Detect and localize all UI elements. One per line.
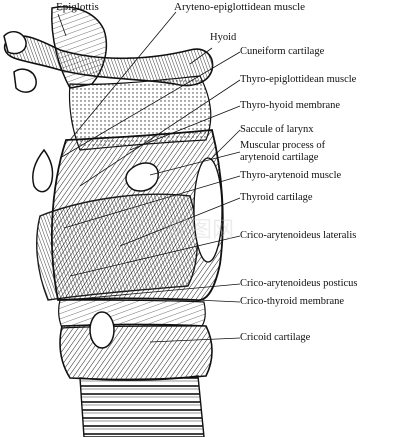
saccule-shape [193,157,223,263]
hyoid-lesser-horn [13,68,37,93]
label-cuneiform: Cuneiform cartilage [240,46,325,57]
label-crico-arytenoideus-lateralis: Crico-arytenoideus lateralis [240,230,357,241]
label-muscular-process-line1: Muscular process of [240,140,326,151]
label-thyro-arytenoid: Thyro-arytenoid muscle [240,170,342,181]
label-crico-thyroid-membrane: Crico-thyroid membrane [240,296,345,307]
label-cricoid-cartilage: Cricoid cartilage [240,332,311,343]
hyoid-greater-horn [3,31,27,55]
label-aryteno-epiglottidean: Aryteno-epiglottidean muscle [174,1,306,13]
posterior-cornu [32,148,54,193]
label-epiglottis: Epiglottis [56,1,99,13]
muscle-fan [36,193,198,301]
label-saccule: Saccule of larynx [240,124,314,135]
label-thyro-epiglottidean: Thyro-epiglottidean muscle [240,74,357,85]
cricoid-cartilage-shape [59,323,213,381]
label-thyroid-cartilage: Thyroid cartilage [240,192,313,203]
label-muscular-process-line2: arytenoid cartilage [240,152,319,163]
watermark: 昵图网 [168,218,235,243]
label-crico-arytenoideus-posticus: Crico-arytenoideus posticus [240,278,358,289]
arytenoid-process [125,162,159,192]
trachea [79,375,205,437]
label-thyro-hyoid-membrane: Thyro-hyoid membrane [240,100,341,111]
cricoid-facet [89,311,115,349]
leader-lines [57,11,241,343]
label-hyoid: Hyoid [210,32,237,43]
